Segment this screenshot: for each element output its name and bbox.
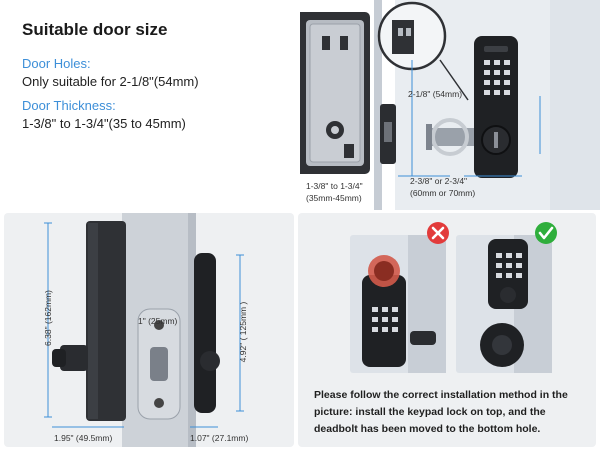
door-size-title: Suitable door size (22, 20, 168, 39)
install-diagram-panel: 2-1/8" (54mm) 1-3/8" to 1-3/4" (35mm-45m… (300, 0, 600, 210)
backset-dim-line1: 2-3/8" or 2-3/4" (410, 176, 468, 186)
check-icon (535, 222, 557, 244)
rear-mounting-plate (300, 12, 370, 174)
door-thickness-label: Door Thickness: (22, 98, 116, 113)
keypad-lock-front (474, 36, 518, 178)
wrong-installation-photo (350, 235, 446, 373)
latch-bolt (426, 118, 482, 156)
door-holes-label: Door Holes: (22, 56, 91, 71)
backset-dim-line2: (60mm or 70mm) (410, 188, 476, 198)
zoom-inset (377, 1, 469, 101)
door-size-panel: Suitable door size Door Holes: Only suit… (0, 0, 300, 210)
installation-comparison (350, 222, 557, 373)
thickness-dim-line1: 1-3/8" to 1-3/4" (306, 181, 363, 191)
correct-installation-photo (456, 235, 552, 373)
installation-panel: Please follow the correct installation m… (298, 213, 596, 447)
cross-icon (427, 222, 449, 244)
keypad-depth-dim: 1.07" (27.1mm) (190, 433, 249, 443)
thickness-dim-line2: (35mm-45mm) (306, 193, 362, 203)
install-diagram (300, 0, 600, 210)
dimensions-panel: 6.38" (162mm) 4.92" ( 125mm ) 1" (25mm) … (4, 213, 294, 447)
installation-note: Please follow the correct installation m… (314, 389, 568, 435)
strike-width-dim: 1" (25mm) (138, 316, 178, 326)
depth-dim: 1.95" (49.5mm) (54, 433, 113, 443)
keypad-side-profile (194, 253, 220, 413)
height-dim: 6.38" (162mm) (43, 290, 53, 346)
keypad-height-dim: 4.92" ( 125mm ) (238, 301, 248, 363)
strike-plate-side (137, 308, 181, 420)
hole-diameter-dim: 2-1/8" (54mm) (408, 89, 463, 99)
door-holes-value: Only suitable for 2-1/8"(54mm) (22, 74, 199, 89)
strike-plate (380, 104, 396, 164)
dimensions-diagram (44, 213, 244, 447)
rear-housing (52, 221, 126, 421)
door-thickness-value: 1-3/8" to 1-3/4"(35 to 45mm) (22, 116, 186, 131)
